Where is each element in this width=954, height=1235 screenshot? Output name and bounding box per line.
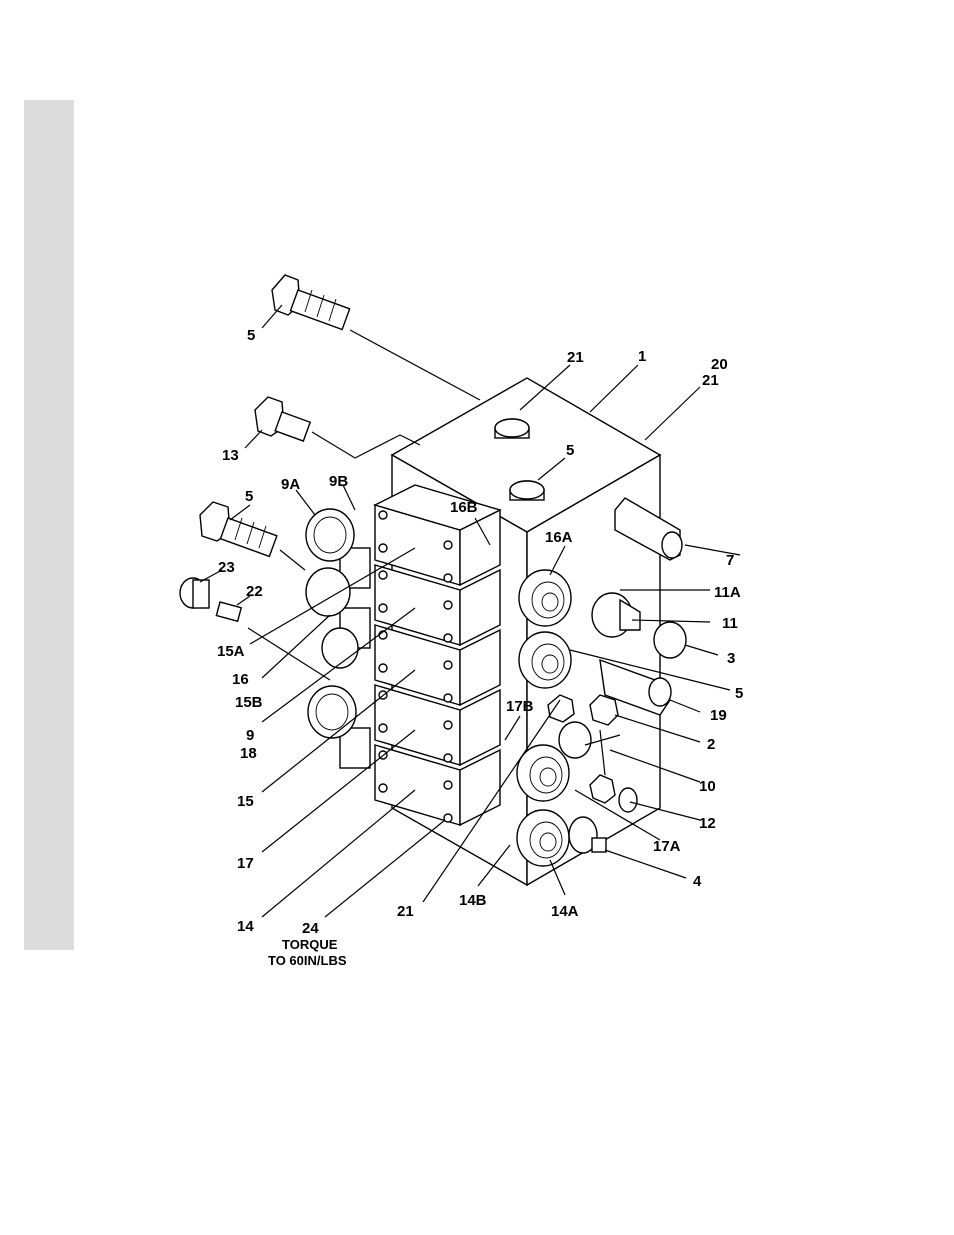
callout-17A: 17A	[653, 838, 681, 855]
callout-14: 14	[237, 918, 254, 935]
callout-16: 16	[232, 671, 249, 688]
coil-nut-16A	[519, 570, 571, 626]
callout-13: 13	[222, 447, 239, 464]
callout-12: 12	[699, 815, 716, 832]
callout-22: 22	[246, 583, 263, 600]
callout-7: 7	[726, 552, 734, 569]
callout-9B: 9B	[329, 473, 348, 490]
callout-11A: 11A	[714, 584, 741, 601]
callout-1: 1	[638, 348, 646, 365]
callout-2: 2	[707, 736, 715, 753]
callout-16B: 16B	[450, 499, 478, 516]
callout-5: 5	[247, 327, 255, 344]
callout-11: 11	[722, 615, 738, 632]
torque-note-line-1: TORQUE	[282, 937, 338, 952]
cartridge-5-top	[272, 275, 350, 329]
callout-23: 23	[218, 559, 235, 576]
callout-17B: 17B	[506, 698, 534, 715]
callout-14A: 14A	[551, 903, 579, 920]
coil-nut-15B	[322, 628, 358, 668]
coil-nut-row-2-right	[519, 632, 571, 688]
callout-21: 21	[397, 903, 414, 920]
top-plug-5	[510, 481, 544, 500]
callout-15: 15	[237, 793, 254, 810]
callout-20: 20	[711, 356, 728, 373]
callout-24: 24	[302, 920, 319, 937]
coil-nut-15A	[306, 568, 350, 616]
callout-10: 10	[699, 778, 716, 795]
plug-23	[180, 578, 209, 608]
callout-21: 21	[567, 349, 584, 366]
callout-14B: 14B	[459, 892, 487, 909]
callout-15B: 15B	[235, 694, 263, 711]
coil-nut-15	[308, 686, 356, 738]
callout-15A: 15A	[217, 643, 245, 660]
callout-4: 4	[693, 873, 702, 890]
cartridge-5-middle	[200, 502, 277, 556]
callout-9: 9	[246, 727, 254, 744]
callout-9A: 9A	[281, 476, 300, 493]
callout-19: 19	[710, 707, 727, 724]
callout-18: 18	[240, 745, 257, 762]
callout-16A: 16A	[545, 529, 573, 546]
callout-5: 5	[735, 685, 743, 702]
callout-5: 5	[566, 442, 574, 459]
callout-3: 3	[727, 650, 735, 667]
coil-nut-14A	[517, 810, 569, 866]
callout-21: 21	[702, 372, 719, 389]
coil-nut-17A	[517, 745, 569, 801]
top-plug-21	[495, 419, 529, 438]
coil-nut-9A	[306, 509, 354, 561]
torque-note-line-2: TO 60IN/LBS	[268, 953, 347, 968]
callout-5: 5	[245, 488, 253, 505]
callout-17: 17	[237, 855, 254, 872]
cartridge-13	[255, 397, 310, 441]
